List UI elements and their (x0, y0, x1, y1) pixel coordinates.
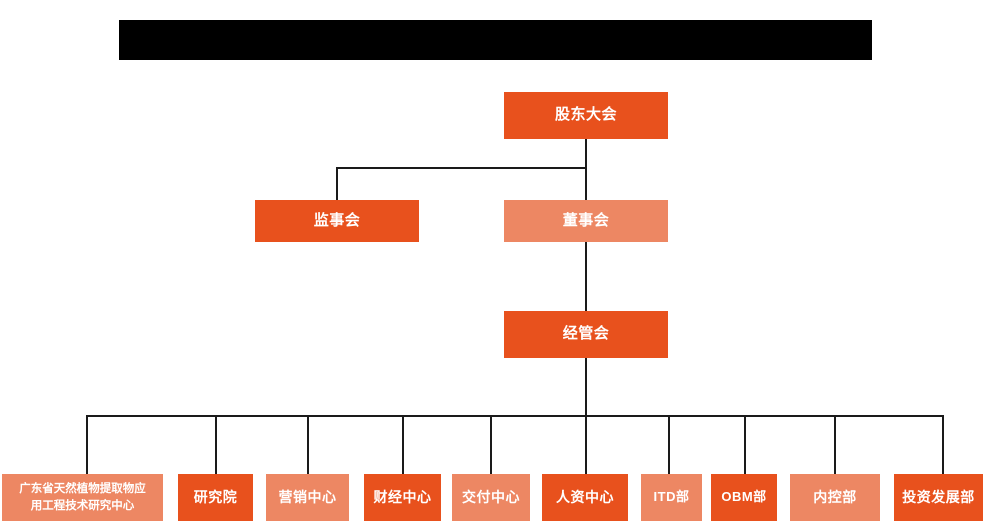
node-dept-finance-center[interactable]: 财经中心 (364, 474, 441, 521)
node-shareholders-meeting-label: 股东大会 (554, 106, 617, 124)
node-board-of-supervisors-label: 监事会 (313, 211, 361, 229)
node-management-committee-label: 经管会 (562, 325, 610, 343)
node-dept-itd[interactable]: ITD部 (641, 474, 702, 521)
connector-drop-dept-9 (834, 415, 836, 474)
connector-directors-to-management (585, 241, 587, 311)
connector-to-directors (585, 167, 587, 200)
node-dept-investment-development-label: 投资发展部 (902, 488, 975, 505)
node-dept-internal-control-label: 内控部 (813, 488, 857, 505)
node-dept-marketing-center[interactable]: 营销中心 (266, 474, 349, 521)
node-dept-delivery-center-label: 交付中心 (462, 488, 520, 505)
node-dept-marketing-center-label: 营销中心 (278, 488, 337, 505)
node-board-of-directors[interactable]: 董事会 (504, 200, 668, 242)
title-bar (119, 20, 872, 60)
node-dept-research-center-label-line1: 广东省天然植物提取物应 (19, 482, 146, 495)
connector-department-bus (86, 415, 944, 417)
connector-drop-dept-6 (585, 415, 587, 474)
connector-drop-dept-7 (668, 415, 670, 474)
node-dept-obm-label: OBM部 (721, 489, 767, 505)
node-dept-itd-label: ITD部 (653, 489, 690, 505)
node-dept-research-institute-label: 研究院 (193, 488, 238, 505)
node-shareholders-meeting[interactable]: 股东大会 (504, 92, 668, 139)
connector-drop-dept-5 (490, 415, 492, 474)
connector-to-supervisors (336, 167, 338, 200)
connector-management-down (585, 358, 587, 416)
node-dept-hr-center[interactable]: 人资中心 (542, 474, 628, 521)
node-dept-research-center-label-line2: 用工程技术研究中心 (30, 499, 135, 512)
connector-drop-dept-1 (86, 415, 88, 474)
node-dept-internal-control[interactable]: 内控部 (790, 474, 880, 521)
node-dept-research-center[interactable]: 广东省天然植物提取物应 用工程技术研究中心 (2, 474, 163, 521)
node-dept-finance-center-label: 财经中心 (373, 488, 432, 505)
connector-drop-dept-2 (215, 415, 217, 474)
node-dept-delivery-center[interactable]: 交付中心 (452, 474, 530, 521)
node-dept-obm[interactable]: OBM部 (711, 474, 777, 521)
connector-drop-dept-3 (307, 415, 309, 474)
connector-drop-dept-4 (402, 415, 404, 474)
node-management-committee[interactable]: 经管会 (504, 311, 668, 358)
connector-drop-dept-10 (942, 415, 944, 474)
node-dept-investment-development[interactable]: 投资发展部 (894, 474, 983, 521)
connector-level2-horizontal (336, 167, 587, 169)
node-board-of-directors-label: 董事会 (562, 211, 610, 229)
node-dept-research-institute[interactable]: 研究院 (178, 474, 253, 521)
node-dept-hr-center-label: 人资中心 (556, 488, 614, 505)
connector-drop-dept-8 (744, 415, 746, 474)
connector-shareholders-down (585, 139, 587, 169)
node-board-of-supervisors[interactable]: 监事会 (255, 200, 419, 242)
